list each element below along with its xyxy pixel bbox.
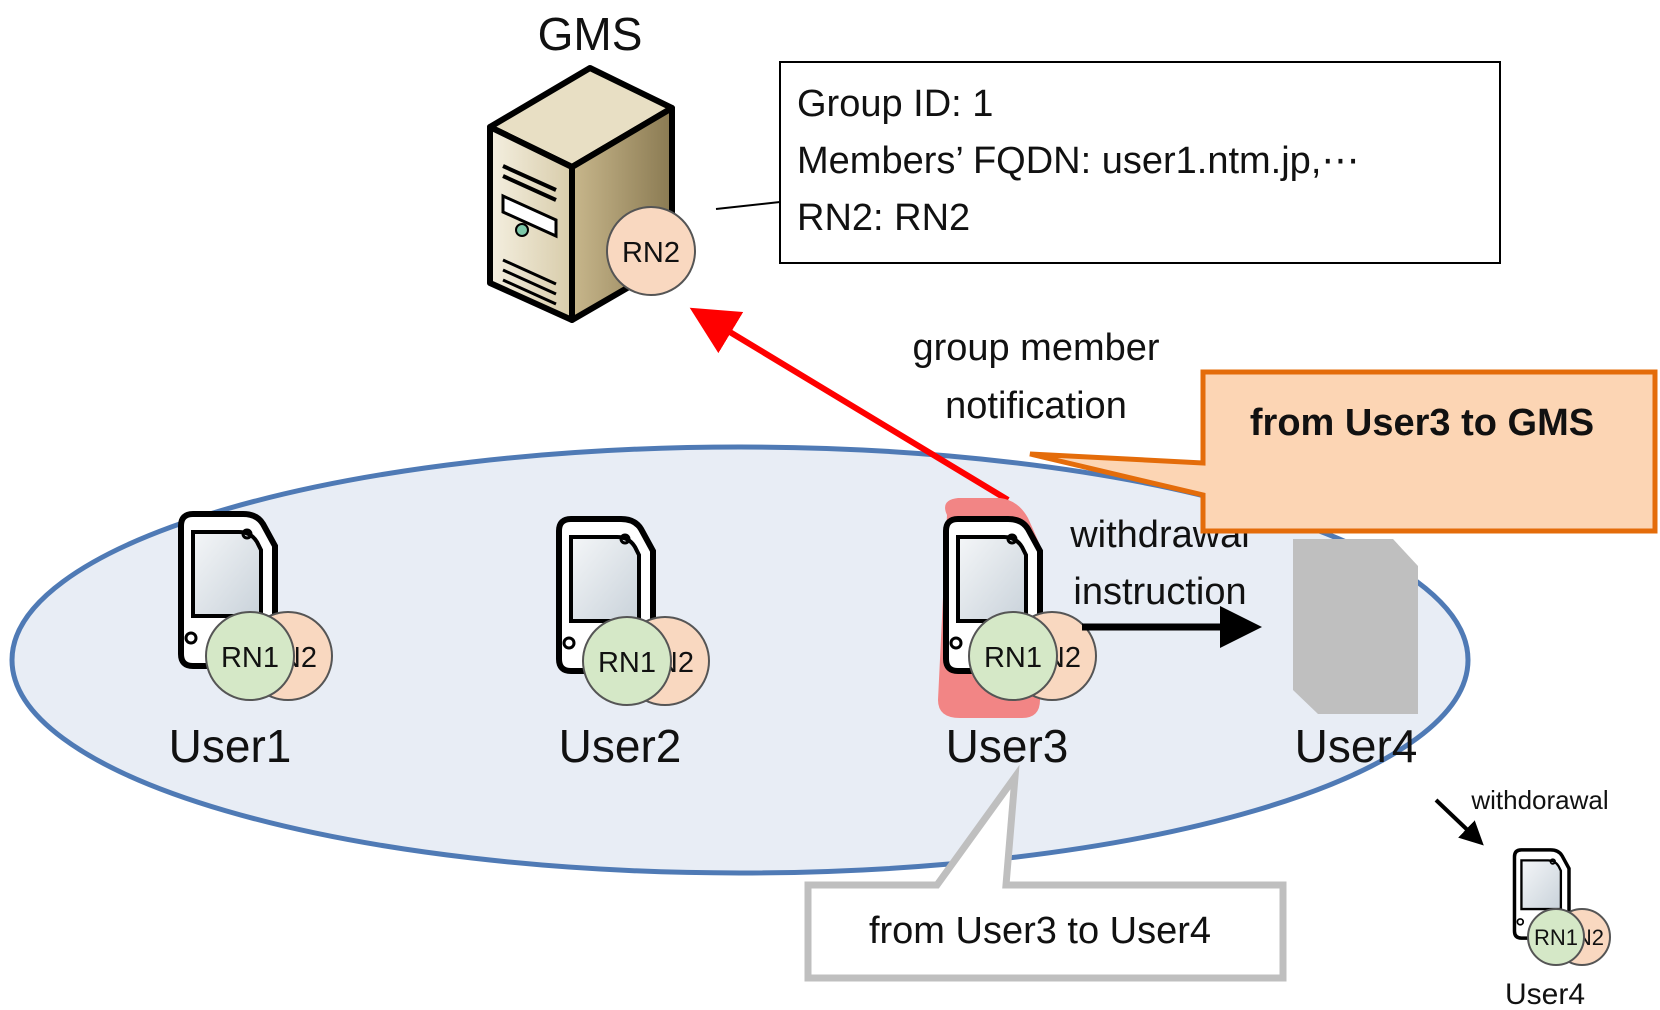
info-connector bbox=[715, 201, 781, 210]
info-members-fqdn: Members’ FQDN: user1.ntm.jp,⋯ bbox=[797, 140, 1359, 182]
instruction-line2: instruction bbox=[1073, 571, 1246, 613]
user1-rn1-label: RN1 bbox=[221, 642, 279, 674]
user4-ghost-label: User4 bbox=[1295, 720, 1418, 772]
user2-rn1-badge bbox=[582, 616, 672, 706]
withdrawn-rn1-badge bbox=[1527, 908, 1585, 966]
user4-ghost: User4 bbox=[1293, 539, 1418, 772]
withdrawn-user4: withdorawal RN2 RN1 User4 bbox=[1434, 785, 1611, 1010]
callout-user3-to-gms: from User3 to GMS bbox=[1029, 369, 1658, 534]
user2-label: User2 bbox=[559, 720, 682, 772]
user2-rn1-label: RN1 bbox=[598, 647, 656, 679]
callout-user3-to-user4: from User3 to User4 bbox=[804, 764, 1287, 982]
gms-title: GMS bbox=[538, 8, 643, 60]
notification-label-line2: notification bbox=[945, 385, 1127, 427]
gms-server: GMS RN2 bbox=[487, 8, 696, 323]
user3-node: RN2 RN1 User3 bbox=[938, 498, 1097, 772]
user3-label: User3 bbox=[946, 720, 1069, 772]
callout-user4-text: from User3 to User4 bbox=[869, 910, 1211, 952]
info-box: Group ID: 1 Members’ FQDN: user1.ntm.jp,… bbox=[779, 61, 1501, 264]
group-ellipse bbox=[9, 444, 1471, 876]
withdrawn-rn1-label: RN1 bbox=[1534, 925, 1578, 950]
user1-label: User1 bbox=[169, 720, 292, 772]
withdrawal-caption: withdorawal bbox=[1470, 785, 1608, 815]
user1-rn1-badge bbox=[205, 611, 295, 701]
user1-node: RN2 RN1 User1 bbox=[169, 514, 333, 772]
gms-rn2-badge bbox=[606, 206, 696, 296]
withdrawn-user4-label: User4 bbox=[1505, 978, 1585, 1010]
notification-arrow bbox=[689, 307, 1010, 503]
user2-node: RN2 RN1 User2 bbox=[559, 519, 710, 772]
withdrawal-arrow bbox=[1434, 798, 1484, 846]
gms-rn2-label: RN2 bbox=[622, 237, 680, 269]
user4-ghost-device bbox=[1293, 539, 1418, 714]
user3-rn1-label: RN1 bbox=[984, 642, 1042, 674]
user3-rn1-badge bbox=[968, 611, 1058, 701]
callout-gms-text: from User3 to GMS bbox=[1250, 402, 1594, 444]
notification-label-line1: group member bbox=[912, 327, 1159, 369]
info-group-id: Group ID: 1 bbox=[797, 83, 993, 125]
info-rn2: RN2: RN2 bbox=[797, 197, 970, 239]
